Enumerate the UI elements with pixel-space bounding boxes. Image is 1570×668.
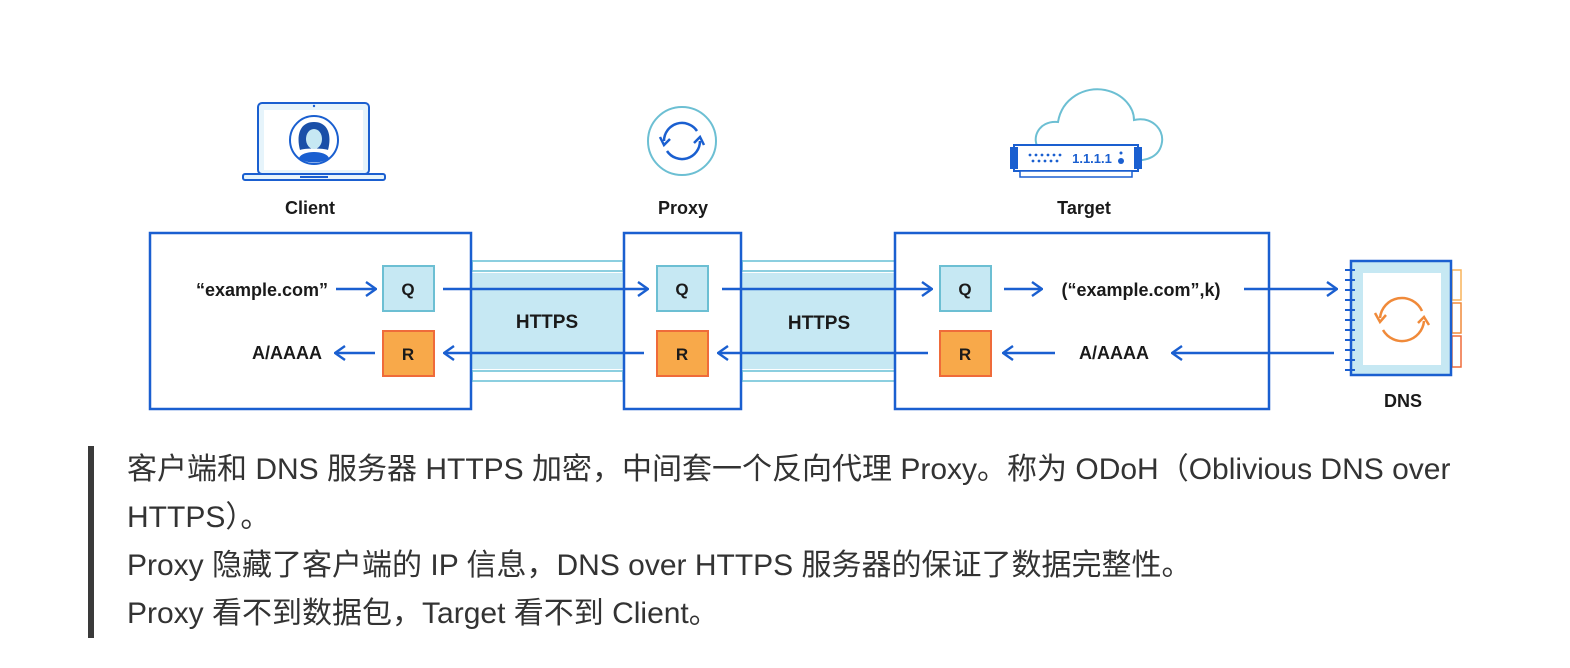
- query-packet-label: Q: [675, 280, 688, 299]
- caption-line: Proxy 看不到数据包，Target 看不到 Client。: [127, 597, 719, 630]
- proxy-box: [622, 231, 743, 411]
- response-packet-label: R: [959, 345, 971, 364]
- proxy-label: Proxy: [658, 198, 708, 218]
- query-packet: [939, 265, 992, 312]
- server-address: 1.1.1.1: [1072, 151, 1112, 166]
- caption-blockquote: 客户端和 DNS 服务器 HTTPS 加密，中间套一个反向代理 Proxy。称为…: [88, 446, 1547, 638]
- query-packet: [382, 265, 435, 312]
- response-packet: [939, 330, 992, 377]
- https-label: HTTPS: [516, 312, 578, 333]
- sync-icon: [1373, 296, 1431, 343]
- response-packet: [656, 330, 709, 377]
- cloud-server-icon: 1.1.1.1: [1010, 88, 1164, 178]
- proxy-sync-icon: [647, 106, 717, 176]
- odoh-diagram: HTTPS HTTPS Client Proxy: [148, 88, 1462, 411]
- response-packet-label: R: [676, 345, 688, 364]
- https-tunnel-client-proxy: HTTPS: [471, 260, 624, 382]
- client-box: [148, 231, 473, 411]
- response-record-text: A/AAAA: [1079, 343, 1149, 363]
- dns-server-icon: [1345, 259, 1462, 377]
- query-packet-label: Q: [958, 280, 971, 299]
- query-packet: [656, 265, 709, 312]
- response-packet: [382, 330, 435, 377]
- encrypted-query-text: (“example.com”,k): [1061, 280, 1220, 300]
- https-label: HTTPS: [788, 313, 850, 334]
- target-box: [893, 231, 1271, 411]
- client-label: Client: [285, 198, 335, 218]
- caption-line: 客户端和 DNS 服务器 HTTPS 加密，中间套一个反向代理 Proxy。称为…: [127, 453, 1451, 534]
- https-tunnel-proxy-target: HTTPS: [741, 260, 896, 382]
- target-label: Target: [1057, 198, 1111, 218]
- dns-label: DNS: [1384, 391, 1422, 411]
- laptop-icon: [242, 102, 386, 181]
- response-record-text: A/AAAA: [252, 343, 322, 363]
- query-packet-label: Q: [401, 280, 414, 299]
- response-packet-label: R: [402, 345, 414, 364]
- user-avatar-icon: [289, 115, 339, 165]
- caption-line: Proxy 隐藏了客户端的 IP 信息，DNS over HTTPS 服务器的保…: [127, 549, 1192, 582]
- query-domain-text: “example.com”: [196, 280, 328, 300]
